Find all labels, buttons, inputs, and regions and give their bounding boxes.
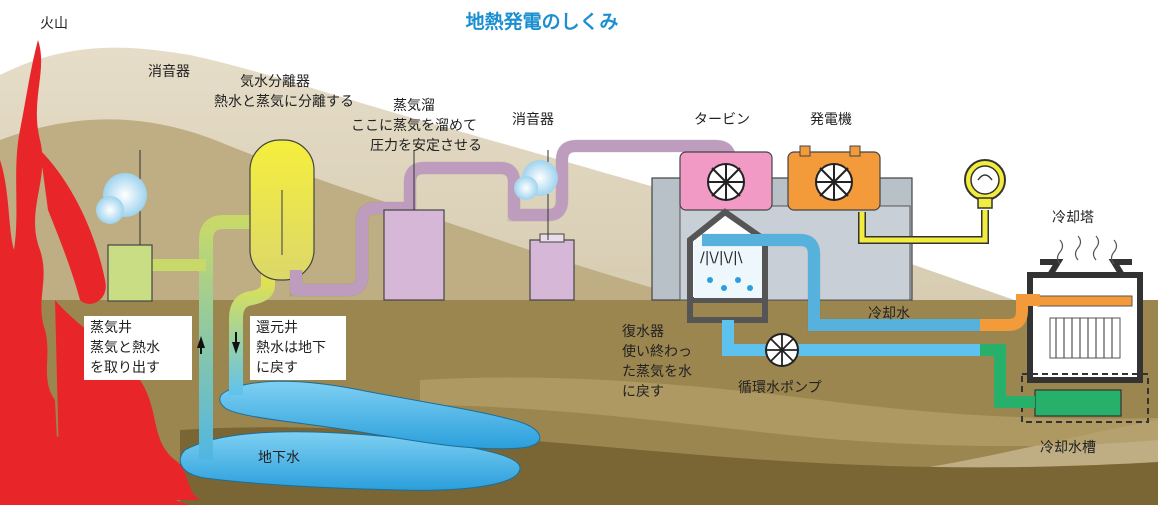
downflow-arrow-icon	[232, 332, 240, 354]
right-muffler	[529, 239, 575, 301]
condenser-label-2: 使い終わっ	[622, 343, 692, 360]
groundwater-label: 地下水	[258, 450, 300, 466]
muffler-left-label: 消音器	[148, 63, 190, 80]
condenser-label-3: た蒸気を水	[622, 364, 692, 380]
magma-flow-lower	[0, 420, 190, 505]
light-bulb-icon	[964, 159, 1006, 209]
groundwater-pond	[179, 431, 521, 491]
cooling-water-label: 冷却水	[868, 306, 910, 322]
condensate-drops	[707, 277, 753, 291]
reinjection-well-label-box	[250, 316, 346, 380]
muffler-right-label: 消音器	[512, 111, 554, 128]
accumulator-label-1: 蒸気溜	[393, 98, 435, 114]
production-well-label-3: を取り出す	[90, 360, 160, 376]
turbine-label: タービン	[694, 112, 750, 128]
condenser-spray-marks: /|\/|\/|\	[700, 250, 743, 266]
left-muffler-box	[107, 244, 153, 302]
condenser-label-1: 復水器	[622, 323, 664, 340]
circulation-pump-icon	[765, 333, 799, 367]
steam-accumulator	[383, 209, 445, 301]
steam-pipe	[290, 140, 736, 296]
condenser-label-4: に戻す	[622, 384, 664, 400]
generator-fan-icon	[815, 163, 853, 201]
turbine-fan-icon	[707, 163, 745, 201]
cooling-water-pipe-upper	[702, 234, 980, 331]
production-well-label-1: 蒸気井	[90, 320, 132, 336]
cooling-basin-label: 冷却水槽	[1040, 440, 1096, 456]
circulation-pump-label: 循環水ポンプ	[738, 380, 822, 396]
page-title: 地熱発電のしくみ	[466, 10, 619, 33]
separator-label-1: 気水分離器	[240, 73, 310, 90]
cooling-tower-vapor-icon	[1056, 235, 1118, 265]
separator-label-2: 熱水と蒸気に分離する	[214, 93, 354, 110]
reinjection-pipe	[229, 265, 275, 395]
cooling-tower-label: 冷却塔	[1052, 210, 1094, 226]
generator-label: 発電機	[810, 112, 852, 128]
cooling-return-pipe	[980, 294, 1040, 331]
accumulator-label-2: ここに蒸気を溜めて	[351, 118, 477, 134]
accumulator-label-3: 圧力を安定させる	[370, 138, 482, 154]
reinjection-well-label-2: 熱水は地下	[256, 340, 326, 356]
reinjection-well-label-1: 還元井	[256, 320, 298, 336]
reinjection-pond	[219, 380, 541, 450]
production-well-label-box	[84, 316, 192, 380]
magma-flow	[0, 40, 200, 500]
upflow-arrow-icon	[197, 336, 205, 354]
cooling-basin	[1034, 389, 1122, 417]
earth-strata-light	[420, 377, 1158, 447]
reinjection-well-label-3: に戻す	[256, 360, 298, 376]
production-well-label-2: 蒸気と熱水	[90, 340, 160, 356]
volcano-label: 火山	[40, 16, 68, 32]
production-well-pipe	[199, 215, 258, 460]
cooling-supply-pipe	[980, 344, 1035, 408]
cooling-water-pipe-lower	[722, 320, 980, 356]
